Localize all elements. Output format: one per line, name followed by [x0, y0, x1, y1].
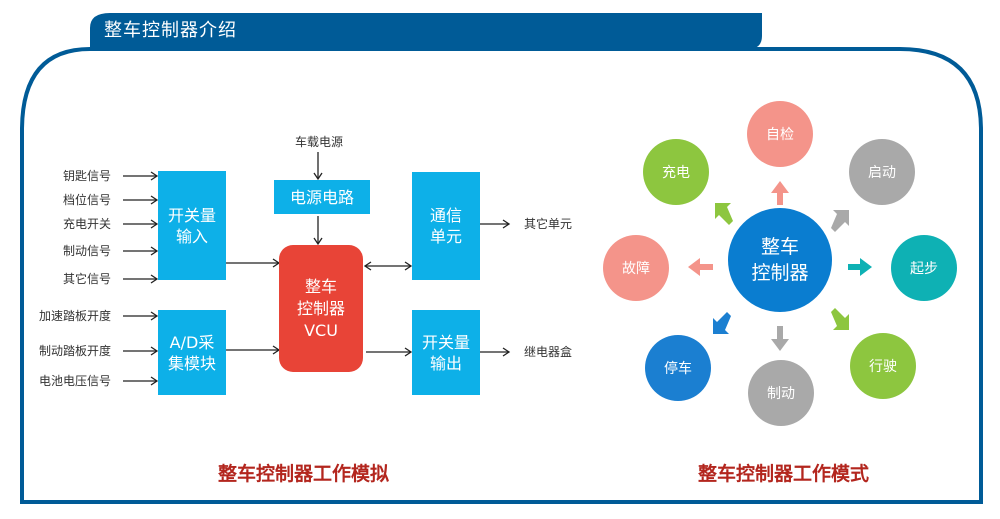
sim-arrows: [123, 152, 511, 386]
arrow-comm-out: [480, 219, 511, 229]
arrow-brake-pedal: [123, 346, 159, 356]
arrow-brake-signal: [123, 246, 159, 256]
arrow-gear-signal: [123, 195, 159, 205]
arrow-to-start: [831, 210, 849, 232]
input-label-charge-switch: 充电开关: [63, 217, 112, 231]
input-label-gear: 档位信号: [63, 193, 112, 207]
center-line2: 控制器: [751, 262, 809, 284]
arrow-power-source: [313, 152, 323, 181]
arrow-to-drive: [831, 308, 849, 330]
mode-launch: 起步: [891, 235, 957, 301]
mode-start: 启动: [849, 139, 915, 205]
comm-unit-line2: 单元: [429, 227, 462, 246]
arrow-battery-voltage: [123, 376, 159, 386]
switch-output-line2: 输出: [429, 353, 462, 373]
arrow-to-park: [713, 312, 731, 334]
switch-output-line1: 开关量: [421, 332, 470, 352]
input-label-brake-pedal: 制动踏板开度: [39, 344, 112, 358]
modes-caption: 整车控制器工作模式: [698, 463, 870, 485]
input-label-battery-voltage: 电池电压信号: [39, 374, 112, 388]
center-line1: 整车: [760, 236, 799, 258]
input-label-accel-pedal: 加速踏板开度: [39, 309, 112, 323]
arrow-vcu-to-output: [366, 347, 413, 357]
vcu-line2: 控制器: [296, 298, 345, 318]
title-tab: [90, 13, 762, 49]
page-title: 整车控制器介绍: [104, 20, 237, 41]
ad-module-line2: 集模块: [167, 353, 216, 373]
arrow-switch-out: [480, 347, 511, 357]
arrow-charge-switch: [123, 219, 159, 229]
arrow-ad-to-vcu: [226, 345, 281, 355]
input-label-other: 其它信号: [63, 272, 112, 286]
ad-module-block: A/D采集模块: [158, 310, 226, 395]
arrow-to-brake: [771, 326, 789, 351]
arrow-other-signal: [123, 274, 159, 284]
arrow-to-charge: [715, 203, 733, 225]
mode-charge: 充电: [643, 139, 709, 205]
arrow-power-to-vcu: [313, 216, 323, 246]
arrow-accel-pedal: [123, 311, 159, 321]
comm-unit-block: 通信单元: [412, 172, 480, 280]
input-label-brake: 制动信号: [63, 244, 112, 258]
simulation-caption: 整车控制器工作模拟: [218, 463, 390, 485]
arrow-vcu-comm: [363, 261, 413, 271]
arrow-to-launch: [848, 258, 872, 276]
mode-drive: 行驶: [850, 333, 916, 399]
mode-park: 停车: [645, 335, 711, 401]
arrow-to-self-check: [771, 181, 789, 205]
mode-self-check: 自检: [747, 101, 813, 167]
switch-output-block: 开关量输出: [412, 310, 480, 395]
mode-brake: 制动: [748, 360, 814, 426]
switch-input-block: 开关量输入: [158, 171, 226, 280]
comm-target-label: 其它单元: [524, 217, 573, 231]
ad-module-line1: A/D采: [169, 332, 215, 352]
arrow-key-signal: [123, 171, 159, 181]
comm-unit-line1: 通信: [429, 206, 462, 225]
mode-arrows: [688, 181, 872, 351]
mode-fault: 故障: [603, 235, 669, 301]
switch-input-line2: 输入: [175, 226, 208, 246]
vcu-line3: VCU: [304, 320, 338, 340]
vcu-line1: 整车: [304, 276, 337, 296]
arrow-to-fault: [688, 258, 713, 276]
switch-target-label: 继电器盒: [524, 345, 573, 359]
power-source-label: 车载电源: [295, 135, 344, 149]
switch-input-line1: 开关量: [167, 205, 216, 225]
arrow-switch-to-vcu: [226, 258, 281, 268]
input-label-key: 钥匙信号: [63, 169, 112, 183]
power-circuit-block: 电源电路: [274, 180, 370, 214]
content-frame: [20, 47, 983, 504]
center-controller-circle: 整车控制器: [728, 208, 832, 312]
